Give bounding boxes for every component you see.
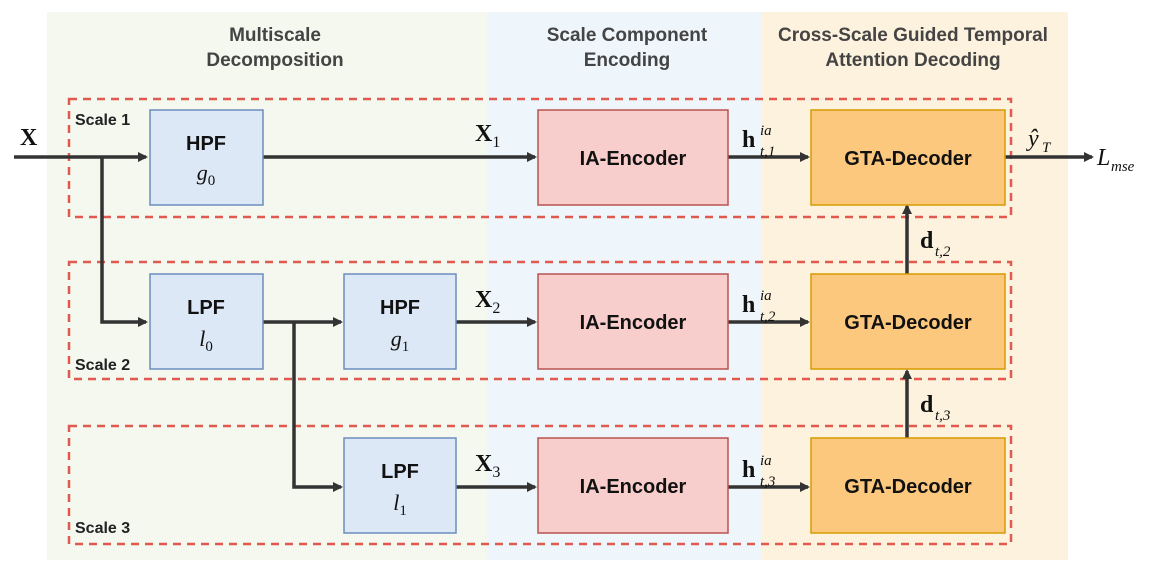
- lpf-l1-symbol: l1: [393, 490, 407, 519]
- gta-decoder-2-title: GTA-Decoder: [844, 312, 972, 334]
- section-decoding-title-line1: Cross-Scale Guided Temporal: [778, 25, 1048, 46]
- loss-label: L mse: [1096, 145, 1135, 175]
- signal-h1-label: h ia t,1: [742, 122, 776, 160]
- scale-3-region: [67, 424, 1013, 546]
- gta-decoder-2-block: GTA-Decoder: [810, 273, 1006, 370]
- section-decomposition-title-line2: Decomposition: [206, 50, 343, 71]
- signal-h2-label: h ia t,2: [742, 287, 776, 325]
- hpf-g1-block: HPF g1: [343, 273, 457, 370]
- scale-2-region: [67, 260, 1013, 381]
- hpf-g0-title: HPF: [186, 133, 226, 155]
- hpf-g1-title: HPF: [380, 297, 420, 319]
- input-x-label: X: [20, 125, 38, 151]
- ia-encoder-2-block: IA-Encoder: [537, 273, 729, 370]
- output-yhat-label: ŷ T: [1026, 126, 1052, 156]
- gta-decoder-1-title: GTA-Decoder: [844, 148, 972, 170]
- lpf-l1-title: LPF: [381, 461, 419, 483]
- section-decoding-title-line2: Attention Decoding: [825, 50, 1000, 71]
- signal-x3-label: X3: [475, 451, 500, 481]
- signal-x2-label: X2: [475, 287, 500, 317]
- lpf-l0-title: LPF: [187, 297, 225, 319]
- section-decomposition-title-line1: Multiscale: [229, 25, 321, 46]
- hpf-g0-symbol: g0: [197, 160, 216, 189]
- ia-encoder-3-title: IA-Encoder: [580, 476, 687, 498]
- signal-h3-label: h ia t,3: [742, 452, 776, 490]
- signal-x1-label: X1: [475, 121, 500, 151]
- scale-1-label: Scale 1: [75, 112, 130, 129]
- ia-encoder-3-block: IA-Encoder: [537, 437, 729, 534]
- lpf-l0-symbol: l0: [199, 326, 213, 355]
- hpf-g0-block: HPF g0: [149, 109, 264, 206]
- wire-split-to-lpf1: [292, 322, 343, 492]
- signal-d2-label: d t,2: [920, 228, 951, 260]
- section-encoding-title-line2: Encoding: [584, 50, 671, 71]
- gta-decoder-1-block: GTA-Decoder: [810, 109, 1006, 206]
- section-encoding-title-line1: Scale Component: [547, 25, 708, 46]
- ia-encoder-1-block: IA-Encoder: [537, 109, 729, 206]
- lpf-l1-block: LPF l1: [343, 437, 457, 534]
- wire-split-to-lpf0: [100, 157, 148, 327]
- ia-encoder-2-title: IA-Encoder: [580, 312, 687, 334]
- signal-d3-label: d t,3: [920, 392, 950, 424]
- gta-decoder-3-block: GTA-Decoder: [810, 437, 1006, 534]
- scale-2-label: Scale 2: [75, 357, 130, 374]
- hpf-g1-symbol: g1: [391, 326, 410, 355]
- gta-decoder-3-title: GTA-Decoder: [844, 476, 972, 498]
- scale-3-label: Scale 3: [75, 520, 130, 537]
- lpf-l0-block: LPF l0: [149, 273, 264, 370]
- ia-encoder-1-title: IA-Encoder: [580, 148, 687, 170]
